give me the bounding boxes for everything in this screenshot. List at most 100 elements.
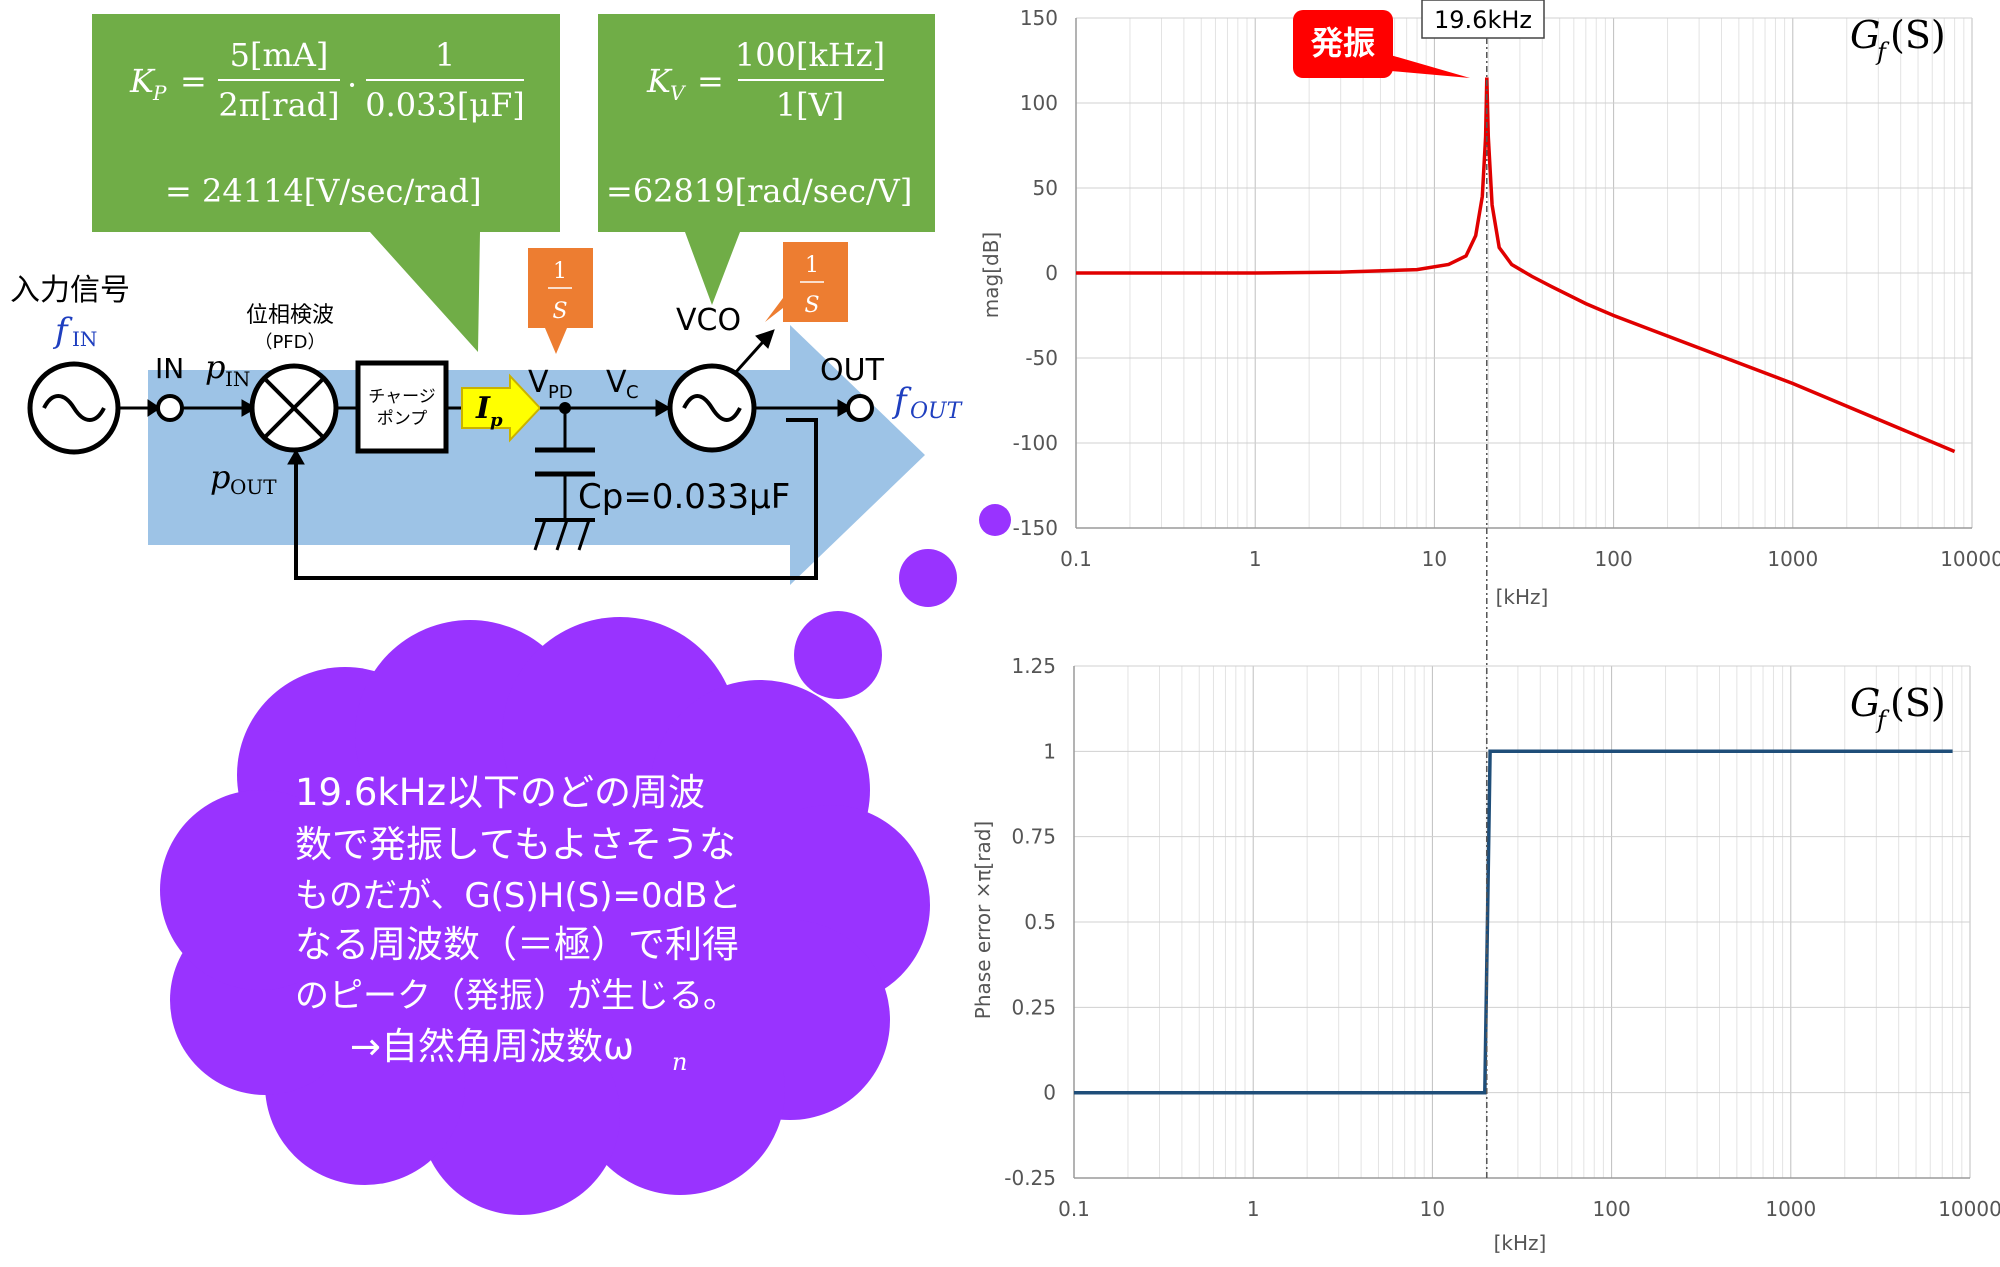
vco-label: VCO xyxy=(676,303,741,338)
y-tick-label: -150 xyxy=(1013,516,1058,540)
frequency-marker-box xyxy=(1421,0,1545,39)
ip-current-arrow xyxy=(461,373,542,443)
in-label: IN xyxy=(155,352,184,385)
y-tick-label: 50 xyxy=(1033,176,1058,200)
p-in-sub: IN xyxy=(225,367,250,391)
x-tick-label: 100 xyxy=(1593,1197,1631,1221)
y-tick-label: 1.25 xyxy=(1011,654,1056,678)
magnitude-chart-title: G f (S) xyxy=(1850,13,1946,66)
kp-symbol: K xyxy=(129,62,156,100)
charge-pump-block xyxy=(355,360,449,454)
vpd-sub: PD xyxy=(548,382,573,403)
kp-subscript: P xyxy=(152,81,167,105)
kp-numerator-1: 5[mA] xyxy=(230,36,329,74)
y-tick-label: -50 xyxy=(1025,346,1058,370)
cloud-line-2: 数で発振してもよさそうな xyxy=(295,823,736,866)
cloud-line-4: なる周波数（＝極）で利得 xyxy=(295,923,739,966)
f-in-sub: IN xyxy=(72,327,97,351)
pfd-label: 位相検波 xyxy=(246,303,334,328)
x-tick-label: 1000 xyxy=(1765,1197,1816,1221)
out-terminal xyxy=(846,394,874,422)
input-signal-label: 入力信号 xyxy=(10,273,130,308)
magnitude-series-line xyxy=(1076,77,1956,454)
thought-bubble-medium xyxy=(899,549,957,607)
oscillation-annotation: 発振 19.6kHz xyxy=(1293,0,1545,78)
phase-chart-grid xyxy=(1073,665,1971,1179)
y-tick-label: 0 xyxy=(1043,1081,1056,1105)
kv-callout: K V = 100[kHz] 1[V] =62819[rad/sec/V] xyxy=(598,14,935,305)
kp-dot: · xyxy=(347,66,357,104)
x-tick-label: 0.1 xyxy=(1060,547,1092,571)
cloud-line-5: のピーク（発振）が生じる。 xyxy=(295,976,737,1016)
magnitude-chart-x-ticks: 0.1 1 10 100 1000 10000 xyxy=(1060,547,2000,571)
integrator-1-den: S xyxy=(552,299,567,324)
y-tick-label: 150 xyxy=(1020,6,1058,30)
x-tick-label: 10 xyxy=(1422,547,1447,571)
integrator-2-den: S xyxy=(804,293,819,318)
pll-circuit xyxy=(27,329,874,580)
integrator-1-num: 1 xyxy=(553,259,567,284)
y-tick-label: 0.75 xyxy=(1011,825,1056,849)
magnitude-chart-title-main: G xyxy=(1850,13,1880,57)
cloud-line-3: ものだが、G(S)H(S)=0dBと xyxy=(295,876,741,916)
x-tick-label: 1 xyxy=(1249,547,1262,571)
p-out-label: p xyxy=(210,458,230,496)
phase-chart-title: G f (S) xyxy=(1850,681,1946,734)
thought-cloud xyxy=(160,504,1011,1215)
vc-sub: C xyxy=(626,382,639,403)
f-in-label: f xyxy=(52,311,73,351)
kv-result: =62819[rad/sec/V] xyxy=(606,172,912,210)
phase-chart-title-sub: f xyxy=(1875,706,1890,734)
magnitude-chart-title-rest: (S) xyxy=(1890,13,1946,57)
kv-denominator: 1[V] xyxy=(776,86,844,124)
phase-chart-title-main: G xyxy=(1850,681,1880,725)
circuit-labels: 入力信号 f IN IN p IN p OUT 位相検波 （PFD） チャージ … xyxy=(10,273,964,517)
magnitude-chart-y-ticks: 150 100 50 0 -50 -100 -150 xyxy=(1013,6,1058,540)
x-tick-label: 10 xyxy=(1420,1197,1445,1221)
y-tick-label: 0 xyxy=(1045,261,1058,285)
phase-chart-y-label: Phase error ×π[rad] xyxy=(971,821,995,1019)
ip-sub: p xyxy=(490,410,503,431)
kv-symbol: K xyxy=(646,62,673,100)
pfd-sub-label: （PFD） xyxy=(254,332,325,353)
y-tick-label: 100 xyxy=(1020,91,1058,115)
ip-label: I xyxy=(475,391,491,426)
integrator-2-num: 1 xyxy=(805,253,819,278)
f-out-sub: OUT xyxy=(910,399,964,424)
oscillation-tag-text: 発振 xyxy=(1310,24,1375,62)
capacitor-label: Cp=0.033μF xyxy=(578,477,790,517)
frequency-marker-text: 19.6kHz xyxy=(1434,6,1532,34)
cloud-line-6-sub: n xyxy=(672,1048,687,1076)
cloud-line-1: 19.6kHz以下のどの周波 xyxy=(295,771,705,814)
p-in-label: p xyxy=(205,348,225,386)
kv-equals: = xyxy=(697,62,724,100)
x-tick-label: 1000 xyxy=(1767,547,1818,571)
x-tick-label: 10000 xyxy=(1938,1197,2000,1221)
kp-equals: = xyxy=(180,62,207,100)
y-tick-label: 0.25 xyxy=(1011,995,1056,1019)
charge-pump-label-2: ポンプ xyxy=(377,409,428,429)
y-tick-label: 0.5 xyxy=(1024,910,1056,934)
phase-chart-x-label: [kHz] xyxy=(1494,1231,1547,1255)
y-tick-label: 1 xyxy=(1043,739,1056,763)
y-tick-label: -100 xyxy=(1013,431,1058,455)
magnitude-chart-y-label: mag[dB] xyxy=(979,232,1003,318)
kv-numerator: 100[kHz] xyxy=(735,36,885,74)
f-out-label: f xyxy=(891,381,912,421)
x-tick-label: 10000 xyxy=(1940,547,2000,571)
kv-subscript: V xyxy=(670,81,687,105)
thought-bubble-small xyxy=(979,504,1011,536)
cloud-text: 19.6kHz以下のどの周波 数で発振してもよさそうな ものだが、G(S)H(S… xyxy=(295,771,741,1076)
thought-bubble-large xyxy=(794,611,882,699)
x-tick-label: 100 xyxy=(1595,547,1633,571)
vc-label: V xyxy=(606,365,627,400)
kp-result: = 24114[V/sec/rad] xyxy=(165,172,482,210)
kp-callout: K P = 5[mA] 2π[rad] · 1 0.033[μF] = 2411… xyxy=(92,14,560,352)
charge-pump-label-1: チャージ xyxy=(368,387,436,407)
oscillation-tag xyxy=(1293,10,1393,78)
kp-numerator-2: 1 xyxy=(435,36,455,74)
integrator-tag-1: 1 S xyxy=(528,248,593,354)
